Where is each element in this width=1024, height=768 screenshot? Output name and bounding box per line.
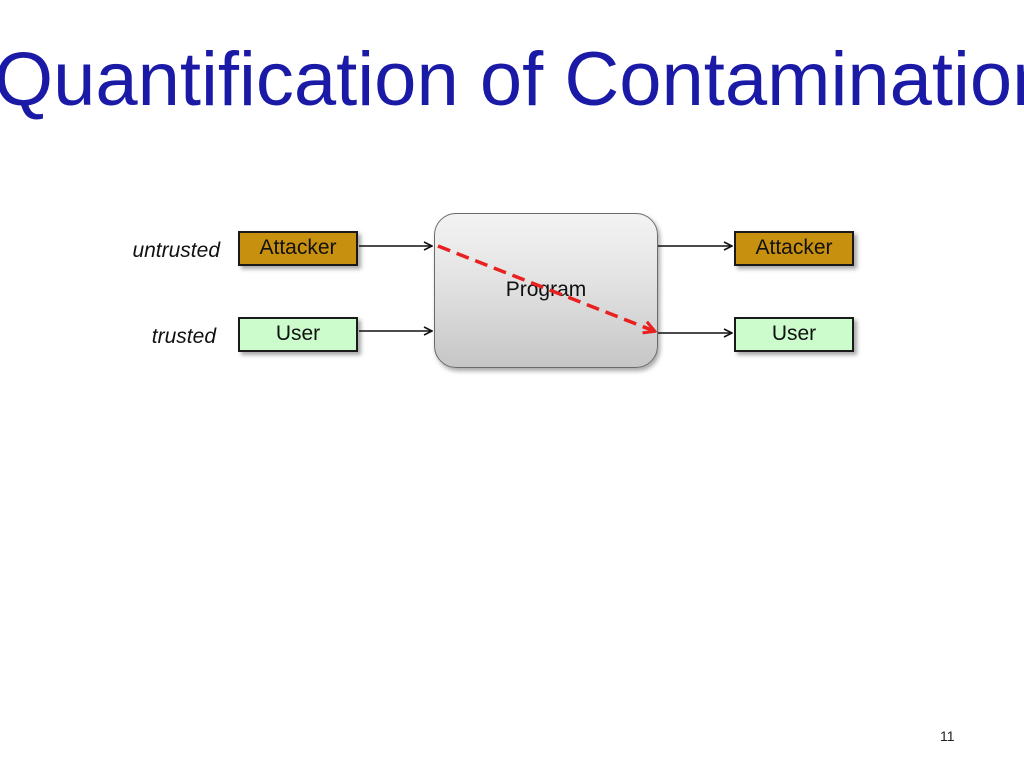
trusted-label: trusted	[151, 325, 216, 348]
input-attacker-label: Attacker	[259, 236, 337, 259]
output-attacker-label: Attacker	[755, 236, 833, 259]
untrusted-label: untrusted	[132, 239, 220, 262]
output-attacker-box: Attacker	[734, 231, 854, 266]
input-user-box: User	[238, 317, 358, 352]
page-number: 11	[940, 728, 955, 744]
program-label: Program	[505, 278, 587, 301]
slide-title: Quantification of Contamination	[0, 37, 1024, 122]
input-attacker-box: Attacker	[238, 231, 358, 266]
output-user-box: User	[734, 317, 854, 352]
title-area: Quantification of Contamination	[0, 0, 1024, 160]
input-user-label: User	[275, 322, 321, 345]
output-user-label: User	[771, 322, 817, 345]
